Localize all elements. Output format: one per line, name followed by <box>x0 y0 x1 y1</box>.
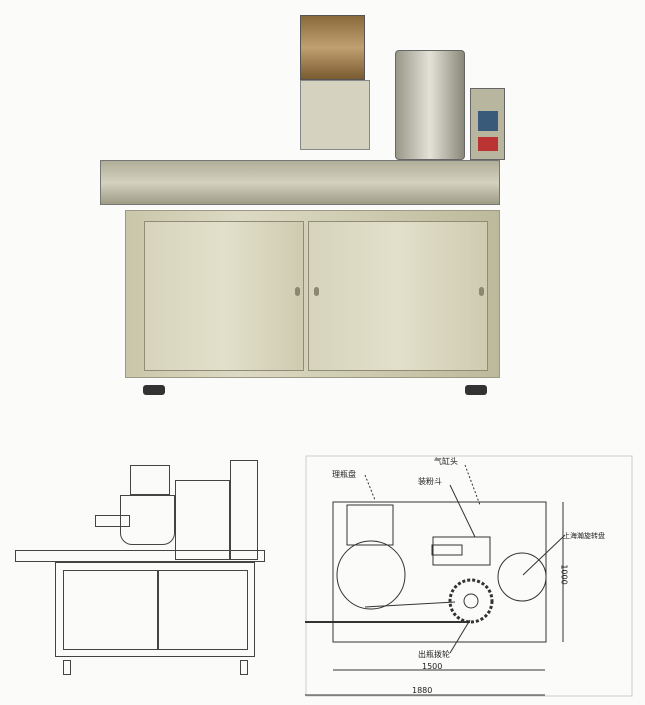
filler-head <box>300 80 370 150</box>
right-disc <box>497 552 547 602</box>
cabinet-door <box>144 221 304 371</box>
powder-hopper-box <box>432 536 491 566</box>
drawing-border <box>305 455 633 697</box>
rotary-drum <box>395 50 465 160</box>
leveling-foot <box>465 385 487 395</box>
plan-view-drawing <box>305 455 633 697</box>
powder-cylinder <box>431 544 463 556</box>
label-bottom: 出瓶拨轮 <box>418 650 450 659</box>
machine-outline <box>332 501 547 643</box>
conveyor-table <box>100 160 500 205</box>
star-wheel <box>448 578 494 624</box>
bottle-sorting-plate <box>336 540 406 610</box>
leveling-foot <box>143 385 165 395</box>
star-wheel-hub <box>463 593 479 609</box>
panel-buttons <box>478 137 498 151</box>
dimension-1000: 1000 <box>559 564 569 585</box>
label-bottle-plate: 理瓶盘 <box>332 470 356 479</box>
guide-rail <box>364 601 456 608</box>
machine-photo <box>95 10 515 410</box>
side-elevation-drawing <box>15 455 275 700</box>
dimension-1880: 1880 <box>412 686 433 695</box>
cabinet-door <box>308 221 488 371</box>
label-powder-hopper: 装粉斗 <box>418 477 442 486</box>
top-hopper <box>300 15 365 80</box>
dimension-1500: 1500 <box>422 662 443 671</box>
panel-display <box>478 111 498 131</box>
bottle-plate-hopper <box>346 504 394 546</box>
cabinet <box>125 210 500 378</box>
control-panel <box>470 88 505 160</box>
label-right-disc: 上海瀚旋转盘 <box>563 532 605 540</box>
label-air-head: 气缸头 <box>434 457 458 466</box>
